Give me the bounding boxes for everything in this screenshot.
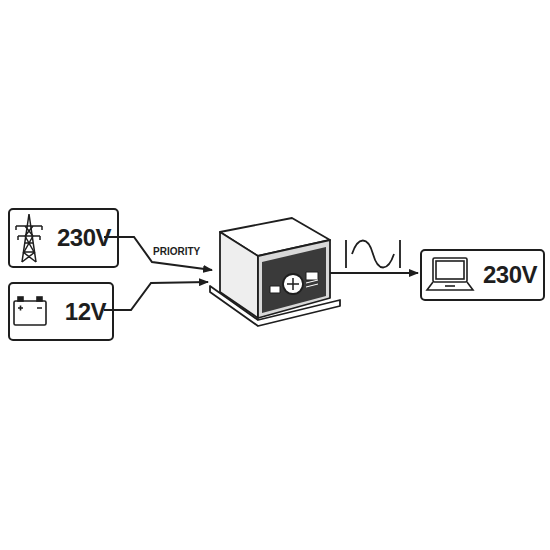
pylon-icon (16, 214, 42, 262)
output-arrow (330, 272, 418, 274)
source-box: 12V (8, 282, 114, 341)
voltage-text: 230V (57, 224, 111, 252)
battery-icon (14, 297, 46, 325)
sine-symbol (346, 240, 400, 268)
source-box: 230V (420, 249, 545, 301)
input-wire (104, 237, 212, 310)
inverter-device (210, 218, 340, 326)
voltage-text: 12V (65, 298, 106, 326)
priority-label: PRIORITY (152, 246, 201, 257)
laptop-icon (427, 258, 473, 290)
source-box: 230V (8, 208, 119, 268)
voltage-text: 230V (483, 261, 537, 289)
